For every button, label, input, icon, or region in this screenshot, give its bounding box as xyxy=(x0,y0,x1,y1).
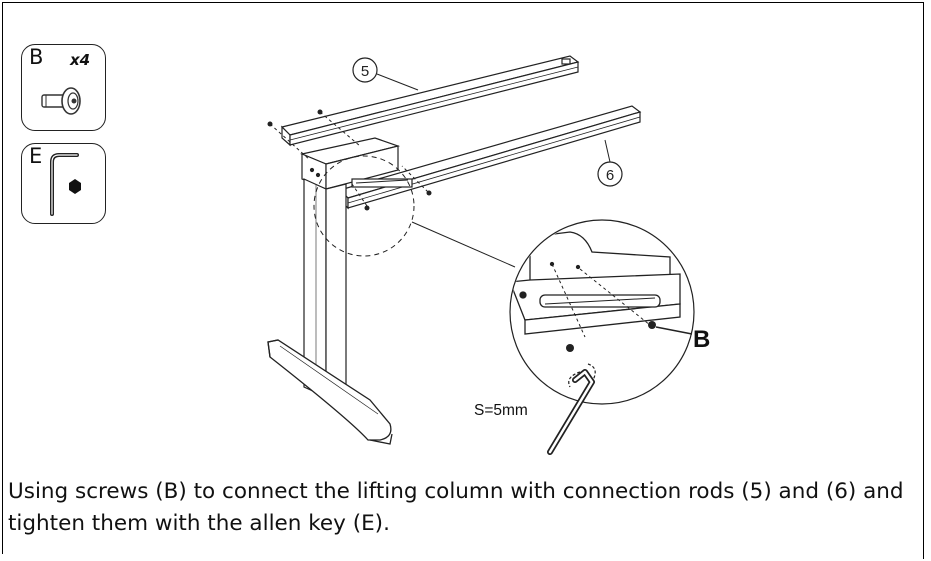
foot-base xyxy=(267,339,393,445)
screw-icon xyxy=(41,87,81,115)
part-b-box: B x4 xyxy=(21,44,106,131)
rod-5-badge xyxy=(352,57,378,83)
allen-key-icon xyxy=(50,153,81,216)
instruction-caption: Using screws (B) to connect the lifting … xyxy=(8,479,904,536)
screws xyxy=(267,109,432,211)
lifting-column xyxy=(303,178,347,398)
frame-edge xyxy=(922,545,924,559)
part-e-letter: E xyxy=(29,144,43,168)
key-size-label: S=5mm xyxy=(474,402,528,419)
rod-5-label: 5 xyxy=(361,63,369,80)
part-b-letter: B xyxy=(29,45,44,69)
column-bracket xyxy=(300,137,413,190)
allen-key-diagram xyxy=(547,369,595,455)
rod-6-label: 6 xyxy=(606,167,614,184)
part-b-quantity: x4 xyxy=(70,51,91,69)
connection-rod-5 xyxy=(280,55,580,147)
detail-zoom xyxy=(509,219,695,405)
detail-marker-circle xyxy=(313,155,415,257)
callout-b-label: B xyxy=(693,326,710,353)
manual-page-frame xyxy=(2,2,924,554)
part-e-box: E xyxy=(21,143,106,224)
assembly-diagram: 5 6 B S=5mm xyxy=(240,42,825,462)
screw-guides xyxy=(269,111,429,207)
